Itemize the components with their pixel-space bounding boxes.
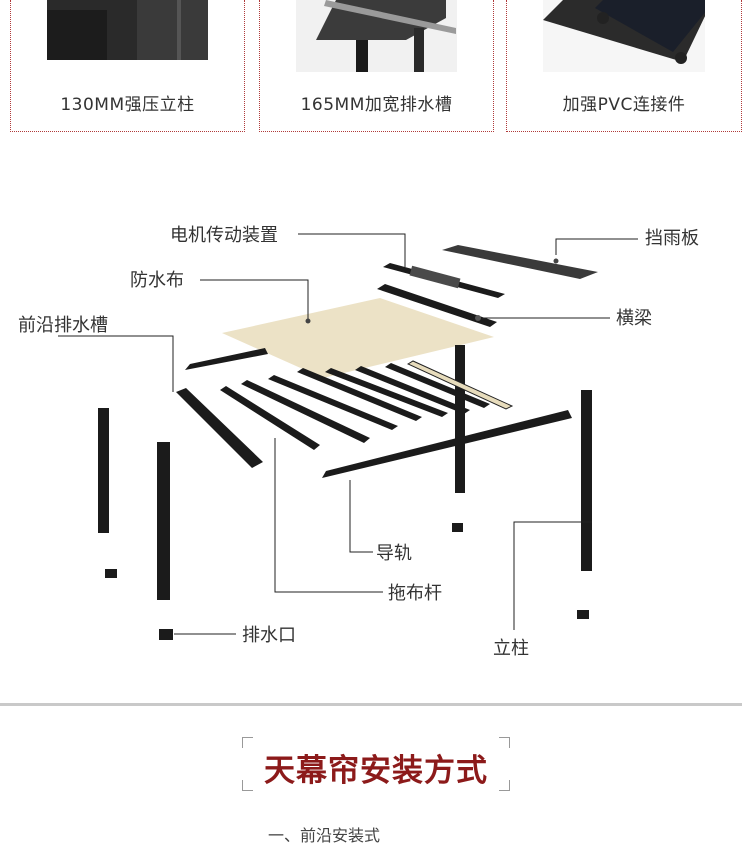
- connector-closeup-icon: [543, 0, 705, 72]
- section-divider: [0, 703, 742, 706]
- label-drain: 排水口: [242, 625, 296, 646]
- post-part: [98, 408, 109, 533]
- section-title-frame: 天幕帘安装方式: [242, 737, 510, 791]
- feature-card-connector: 加强PVC连接件: [506, 0, 742, 132]
- label-motor: 电机传动装置: [170, 225, 278, 246]
- next-section-heading: 一、前沿安装式: [268, 822, 380, 846]
- section-title: 天幕帘安装方式: [242, 745, 510, 790]
- post-part: [157, 442, 170, 600]
- label-beam: 横梁: [616, 308, 652, 329]
- label-front-gutter: 前沿排水槽: [18, 315, 108, 336]
- exploded-assembly-diagram: 电机传动装置 挡雨板 防水布 横梁 前沿排水槽 导轨 拖布杆 排水口 立柱: [0, 140, 750, 680]
- gutter-closeup-icon: [296, 0, 457, 72]
- drain-part: [159, 629, 173, 640]
- rail-part: [322, 410, 572, 478]
- feature-caption: 加强PVC连接件: [507, 90, 741, 115]
- feature-caption: 165MM加宽排水槽: [260, 90, 493, 115]
- feature-card-post: 130MM强压立柱: [10, 0, 245, 132]
- label-post: 立柱: [493, 638, 529, 659]
- front-gutter-part: [176, 388, 263, 468]
- label-rain-board: 挡雨板: [645, 228, 699, 249]
- label-fabric: 防水布: [130, 270, 184, 291]
- post-part: [581, 390, 592, 571]
- label-pull-rod: 拖布杆: [388, 583, 442, 604]
- post-closeup-icon: [47, 0, 208, 72]
- rain-board-part: [442, 245, 598, 279]
- feature-caption: 130MM强压立柱: [11, 90, 244, 115]
- label-rail: 导轨: [376, 543, 412, 564]
- rear-bar-part: [185, 348, 268, 370]
- feature-card-gutter: 165MM加宽排水槽: [259, 0, 494, 132]
